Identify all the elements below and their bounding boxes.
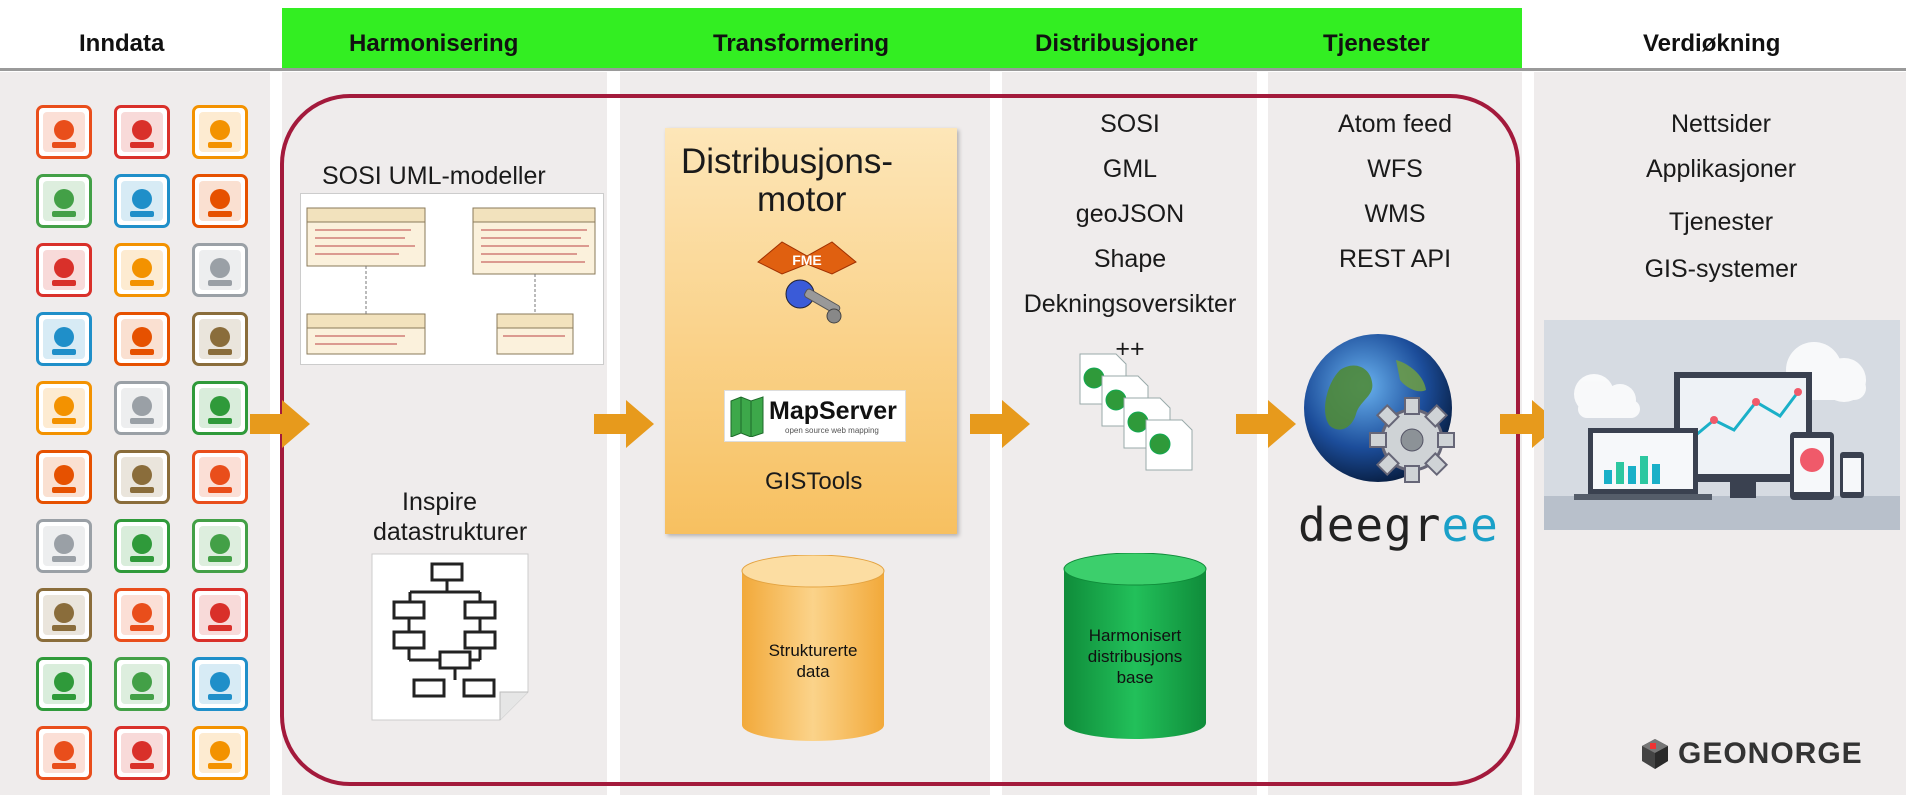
fish-icon <box>36 381 92 435</box>
habitat-trees-icon <box>114 657 170 711</box>
buildings-icon <box>114 726 170 780</box>
gistools-label: GISTools <box>765 468 863 495</box>
deegree-logo-part1: deegr <box>1298 498 1442 552</box>
hydrography-icon <box>192 519 248 573</box>
value-item-1: Applikasjoner <box>1645 155 1797 183</box>
utility-network-icon <box>114 174 170 228</box>
svg-text:FME: FME <box>792 252 822 268</box>
europe-regions-icon <box>114 105 170 159</box>
harmonized-base-line2: distribusjons <box>1087 647 1183 666</box>
format-item-4: Dekningsoversikter <box>1023 290 1237 318</box>
header-underline <box>0 68 1906 71</box>
population-icon <box>192 450 248 504</box>
header-inndata: Inndata <box>79 30 165 57</box>
structured-data-cylinder: Strukturerte data <box>740 554 886 743</box>
atmosphere-icon <box>192 174 248 228</box>
factory-icon <box>36 174 92 228</box>
inspire-structure-document <box>370 552 530 722</box>
distribution-engine-box <box>665 128 957 534</box>
transport-icon <box>114 450 170 504</box>
engine-title-line2: motor <box>757 180 847 219</box>
elevation-icon <box>36 312 92 366</box>
engine-title-line1: Distribusjons- <box>681 142 893 181</box>
value-item-0: Nettsider <box>1670 110 1772 138</box>
header-band <box>282 8 1522 70</box>
arrow-inndata-to-harmonisering <box>250 400 310 448</box>
header-distribusjoner: Distribusjoner <box>1035 30 1198 57</box>
arrow-distribusjoner-to-tjenester <box>1236 400 1296 448</box>
harmonized-base-line3: base <box>1116 668 1154 687</box>
document-stack-icon <box>1078 352 1203 476</box>
header-transformering: Transformering <box>713 30 890 57</box>
protected-site-icon <box>114 588 170 642</box>
format-item-3: Shape <box>1093 245 1167 273</box>
harmonized-base-cylinder: Harmonisert distribusjons base <box>1062 552 1208 741</box>
mineral-gem-icon <box>36 450 92 504</box>
value-item-2: Tjenester <box>1668 208 1774 236</box>
mining-icon <box>114 381 170 435</box>
uml-diagram-thumbnail <box>300 193 604 365</box>
fme-logo-icon: FME <box>752 232 862 328</box>
structured-data-line2: data <box>796 662 830 681</box>
service-item-1: WFS <box>1367 155 1423 183</box>
header-tjenester: Tjenester <box>1323 30 1430 57</box>
species-leaf-icon <box>192 657 248 711</box>
weather-icon <box>36 657 92 711</box>
geonorge-mark-icon <box>1642 739 1668 769</box>
globe-gear-icon <box>1300 330 1466 496</box>
mapserver-logo: MapServer open source web mapping <box>724 390 906 442</box>
format-item-1: GML <box>1102 155 1158 183</box>
header-harmonisering: Harmonisering <box>349 30 519 57</box>
land-use-icon <box>114 519 170 573</box>
inspire-title-line2: datastrukturer <box>373 518 528 546</box>
arrow-transformering-to-distribusjoner <box>970 400 1030 448</box>
tree-icon <box>36 243 92 297</box>
address-mailbox-icon <box>36 588 92 642</box>
mapserver-name: MapServer <box>769 397 897 425</box>
landslide-icon <box>192 312 248 366</box>
service-item-3: REST API <box>1338 245 1452 273</box>
ocean-wave-icon <box>192 381 248 435</box>
statistics-grid-icon <box>192 726 248 780</box>
format-item-0: SOSI <box>1100 110 1160 138</box>
geonorge-wordmark: GEONORGE <box>1678 737 1863 770</box>
inspire-title-line1: Inspire <box>402 488 478 516</box>
value-item-3: GIS-systemer <box>1644 255 1798 283</box>
power-grid-icon <box>114 243 170 297</box>
deegree-logo: deegree <box>1298 498 1499 552</box>
deegree-logo-part2: ee <box>1441 498 1499 552</box>
soil-icon <box>192 588 248 642</box>
structured-data-line1: Strukturerte <box>768 641 858 660</box>
arrow-harmonisering-to-transformering <box>594 400 654 448</box>
orthoimagery-icon <box>36 519 92 573</box>
service-item-2: WMS <box>1364 200 1426 228</box>
europe-map-icon <box>36 105 92 159</box>
harmonized-base-line1: Harmonisert <box>1088 626 1182 645</box>
mapserver-tagline: open source web mapping <box>785 426 879 435</box>
industry-facility-icon <box>192 105 248 159</box>
service-item-0: Atom feed <box>1338 110 1452 138</box>
water-drop-icon <box>114 312 170 366</box>
uml-models-title: SOSI UML-modeller <box>322 162 546 190</box>
header-verdiokning: Verdiøkning <box>1643 30 1781 57</box>
health-heart-icon <box>192 243 248 297</box>
format-item-2: geoJSON <box>1075 200 1185 228</box>
geonorge-logo: GEONORGE <box>1640 734 1863 774</box>
energy-wind-icon <box>36 726 92 780</box>
devices-illustration <box>1544 320 1900 530</box>
